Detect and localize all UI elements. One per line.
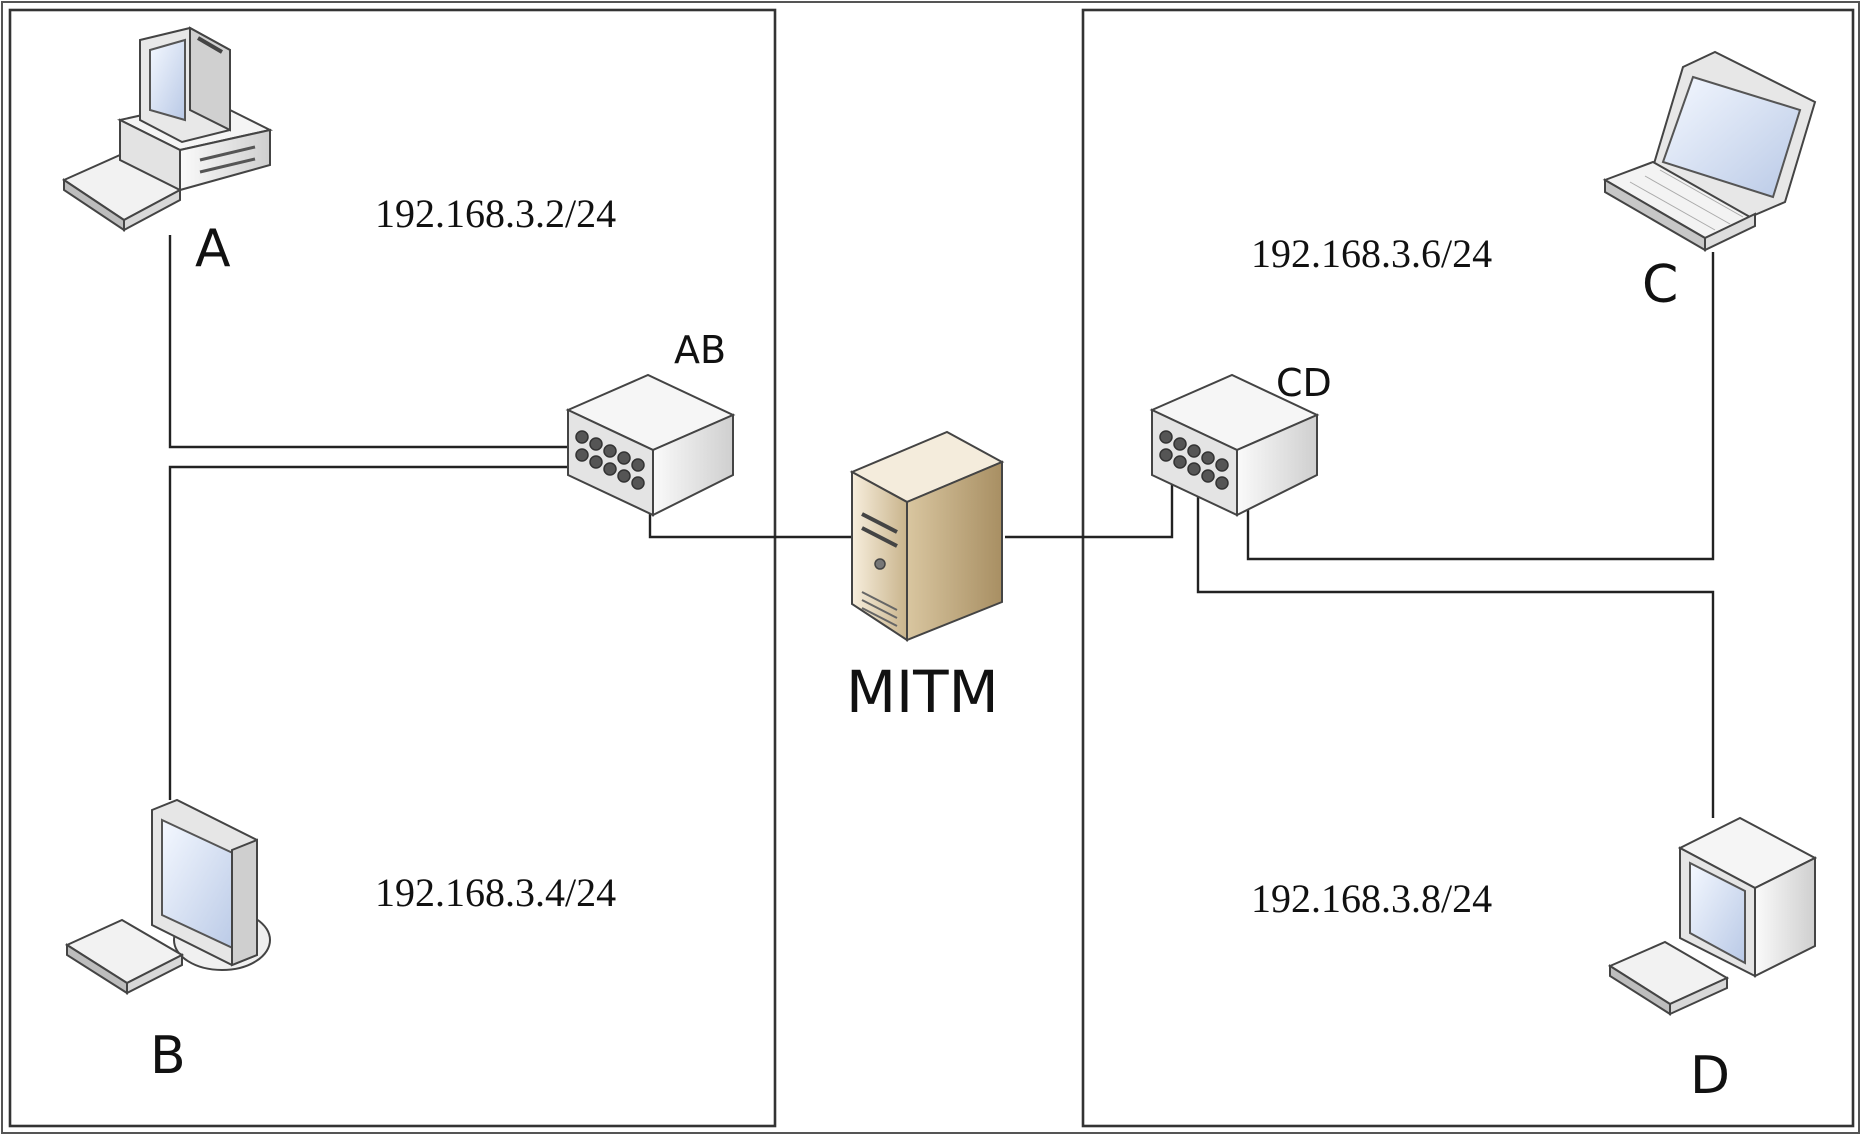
segment-cd-boundary (1081, 8, 1855, 1128)
node-d-label: D (1690, 1046, 1730, 1106)
laptop-icon (1602, 50, 1817, 252)
link-cd-c (1246, 252, 1715, 561)
node-c-label: C (1642, 255, 1678, 315)
node-b-ip: 192.168.3.4/24 (375, 870, 616, 915)
node-b-label: B (150, 1026, 186, 1086)
node-a-label: A (195, 219, 231, 279)
switch-ab-label: AB (674, 328, 726, 372)
link-a-ab (168, 235, 590, 449)
segment-ab-boundary (8, 8, 777, 1128)
switch-cd-label: CD (1276, 361, 1332, 405)
desktop-computer-icon (1607, 816, 1818, 1016)
connection-lines (168, 235, 1715, 818)
node-d-ip: 192.168.3.8/24 (1251, 876, 1492, 921)
node-c-ip: 192.168.3.6/24 (1251, 231, 1492, 276)
link-mitm-cd (1005, 460, 1174, 539)
link-cd-d (1196, 475, 1715, 818)
link-b-ab (168, 465, 590, 800)
desktop-computer-icon (61, 26, 273, 232)
network-switch-icon (1149, 373, 1320, 517)
mitm-label: MITM (846, 658, 999, 726)
server-tower-icon (849, 430, 1005, 642)
link-ab-mitm (648, 505, 860, 539)
network-switch-icon (565, 373, 736, 517)
monitor-computer-icon (64, 798, 271, 995)
node-a-ip: 192.168.3.2/24 (375, 191, 616, 236)
